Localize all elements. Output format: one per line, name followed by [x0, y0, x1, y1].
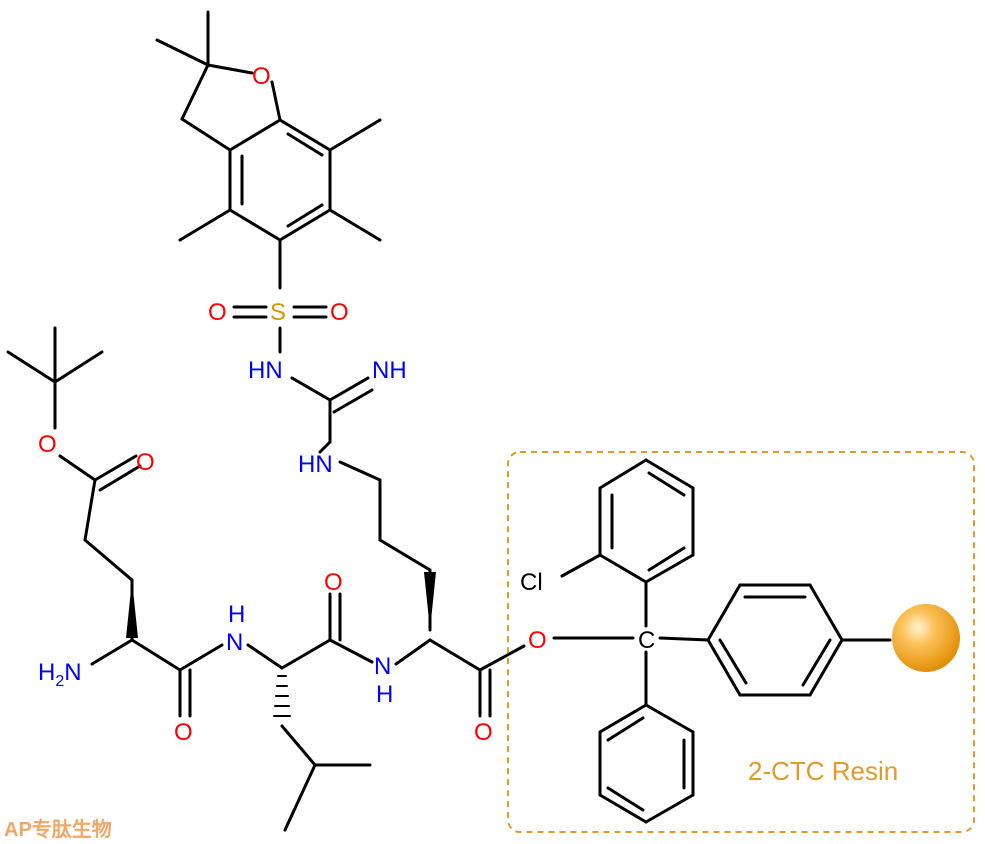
arginine-side-chain [378, 478, 436, 632]
watermark-logo: AP专肽生物 [4, 817, 112, 841]
atom-label-o-glu-carbonyl: O [136, 449, 155, 476]
atom-label-o-s-right: O [330, 299, 349, 326]
atom-label-amine: H2N [38, 659, 82, 690]
pbf-group [155, 10, 382, 290]
atom-label-nh-peptide-2-h: H [376, 681, 393, 708]
atom-label-o-arg-carbonyl: O [474, 719, 493, 746]
sulfonyl-group [232, 305, 328, 354]
atom-label-o-ester: O [38, 431, 57, 458]
atom-label-o-s-left: O [208, 299, 227, 326]
atom-label-o-ring: O [252, 63, 271, 90]
arginine-backbone [394, 638, 526, 718]
atom-label-nh-peptide-1-n: N [226, 629, 243, 656]
atom-label-nh-peptide-1-h: H [228, 601, 245, 628]
resin-region-box [507, 451, 975, 833]
atom-label-o-glu-amide: O [174, 719, 193, 746]
leucine [246, 592, 374, 832]
resin-label: 2-CTC Resin [748, 756, 898, 786]
atom-label-o-leu-carbonyl: O [324, 569, 343, 596]
atom-label-s: S [270, 299, 286, 326]
glutamate-otbu [6, 326, 224, 718]
chlorotrityl-linker [552, 458, 892, 824]
guanidine-group [290, 376, 382, 482]
atom-label-chlorine: Cl [520, 569, 543, 596]
atom-label-nh-guanidine: HN [298, 451, 333, 478]
atom-label-nh-peptide-2-n: N [374, 653, 391, 680]
resin-bead [892, 604, 960, 672]
atom-label-nh-sulfonamide: HN [248, 357, 283, 384]
atom-label-o-linker: O [528, 627, 547, 654]
atom-label-nh-imine: NH [372, 357, 407, 384]
atom-label-c-trityl: C [638, 627, 655, 654]
